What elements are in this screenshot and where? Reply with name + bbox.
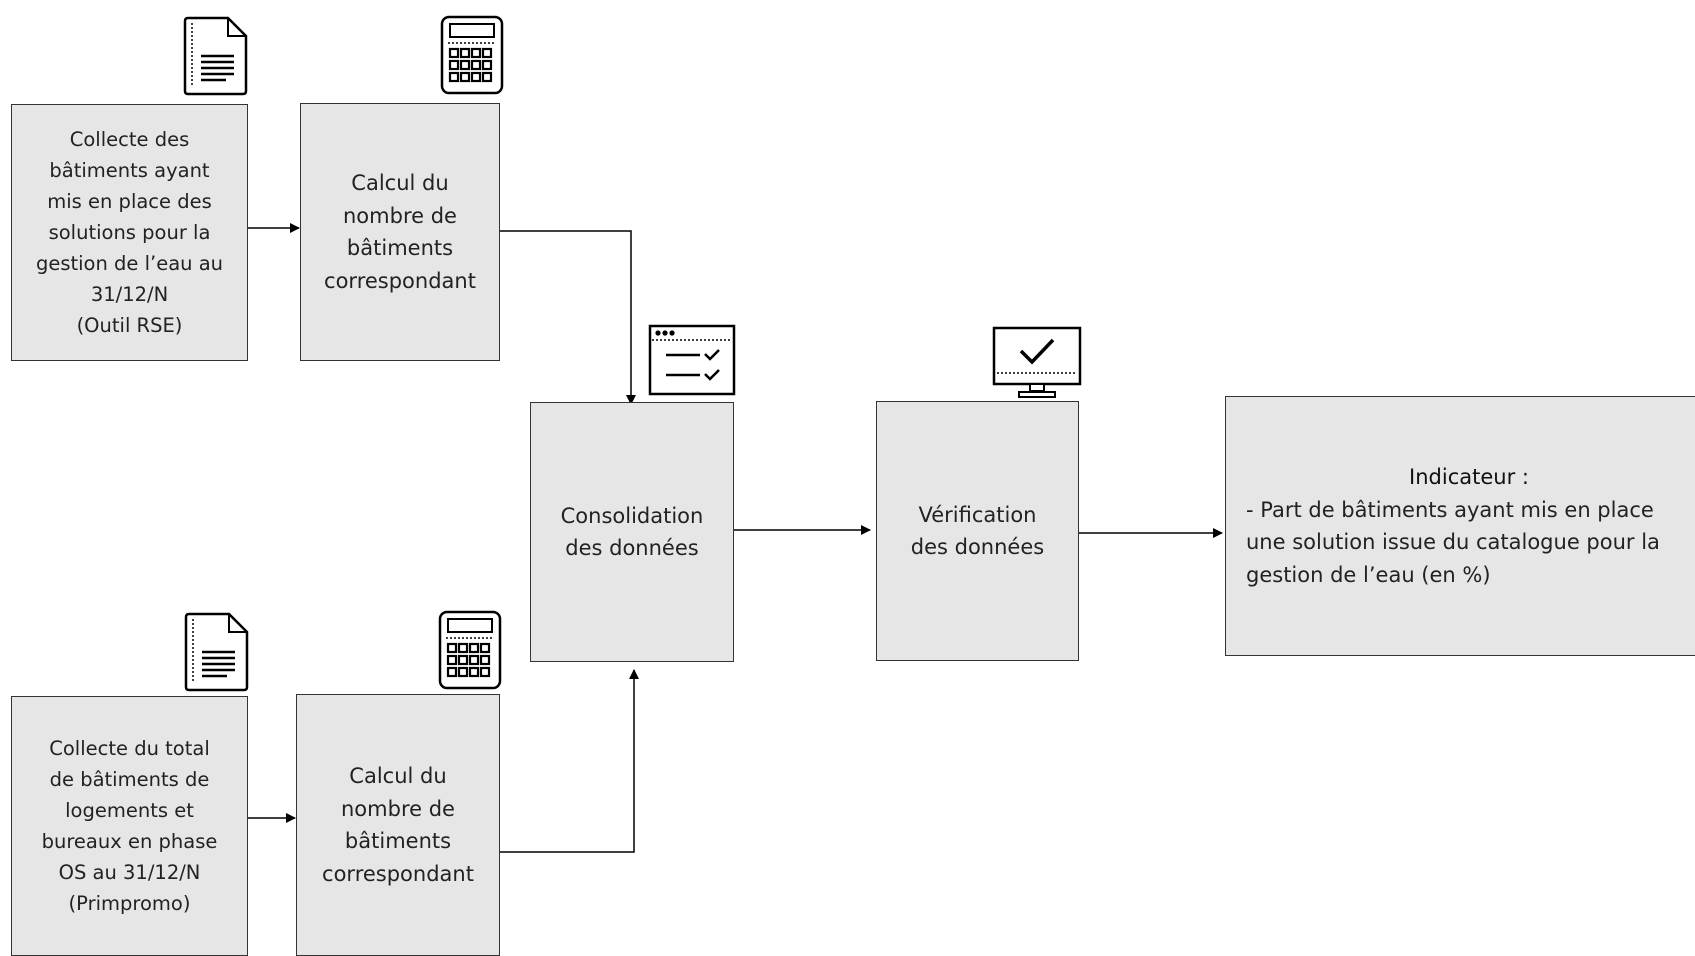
- document-icon: [184, 612, 249, 692]
- consolidation-label: Consolidation des données: [560, 503, 704, 561]
- arrow-calc-top-to-consolidation: [498, 230, 636, 405]
- verification-box: Vérification des données: [876, 401, 1079, 661]
- indicator-box: Indicateur : - Part de bâtiments ayant m…: [1225, 396, 1695, 656]
- calc-bottom-box: Calcul du nombre de bâtiments correspond…: [296, 694, 500, 956]
- indicator-text: - Part de bâtiments ayant mis en place u…: [1246, 497, 1660, 587]
- collect-rse-label: Collecte des bâtiments ayant mis en plac…: [35, 128, 224, 337]
- collect-total-box: Collecte du total de bâtiments de logeme…: [11, 696, 248, 956]
- calc-bottom-label: Calcul du nombre de bâtiments correspond…: [322, 764, 474, 886]
- monitor-check-icon: [992, 326, 1082, 398]
- collect-rse-box: Collecte des bâtiments ayant mis en plac…: [11, 104, 248, 361]
- calculator-icon: [440, 15, 504, 95]
- collect-total-label: Collecte du total de bâtiments de logeme…: [41, 737, 218, 915]
- indicator-title: Indicateur :: [1409, 465, 1529, 489]
- document-icon: [183, 16, 248, 96]
- arrow-calc-bottom-to-consolidation: [498, 669, 639, 853]
- calc-top-label: Calcul du nombre de bâtiments correspond…: [324, 171, 476, 293]
- calculator-icon: [438, 610, 502, 690]
- calc-top-box: Calcul du nombre de bâtiments correspond…: [300, 103, 500, 361]
- verification-label: Vérification des données: [910, 502, 1045, 560]
- consolidation-box: Consolidation des données: [530, 402, 734, 662]
- checklist-window-icon: [648, 324, 736, 396]
